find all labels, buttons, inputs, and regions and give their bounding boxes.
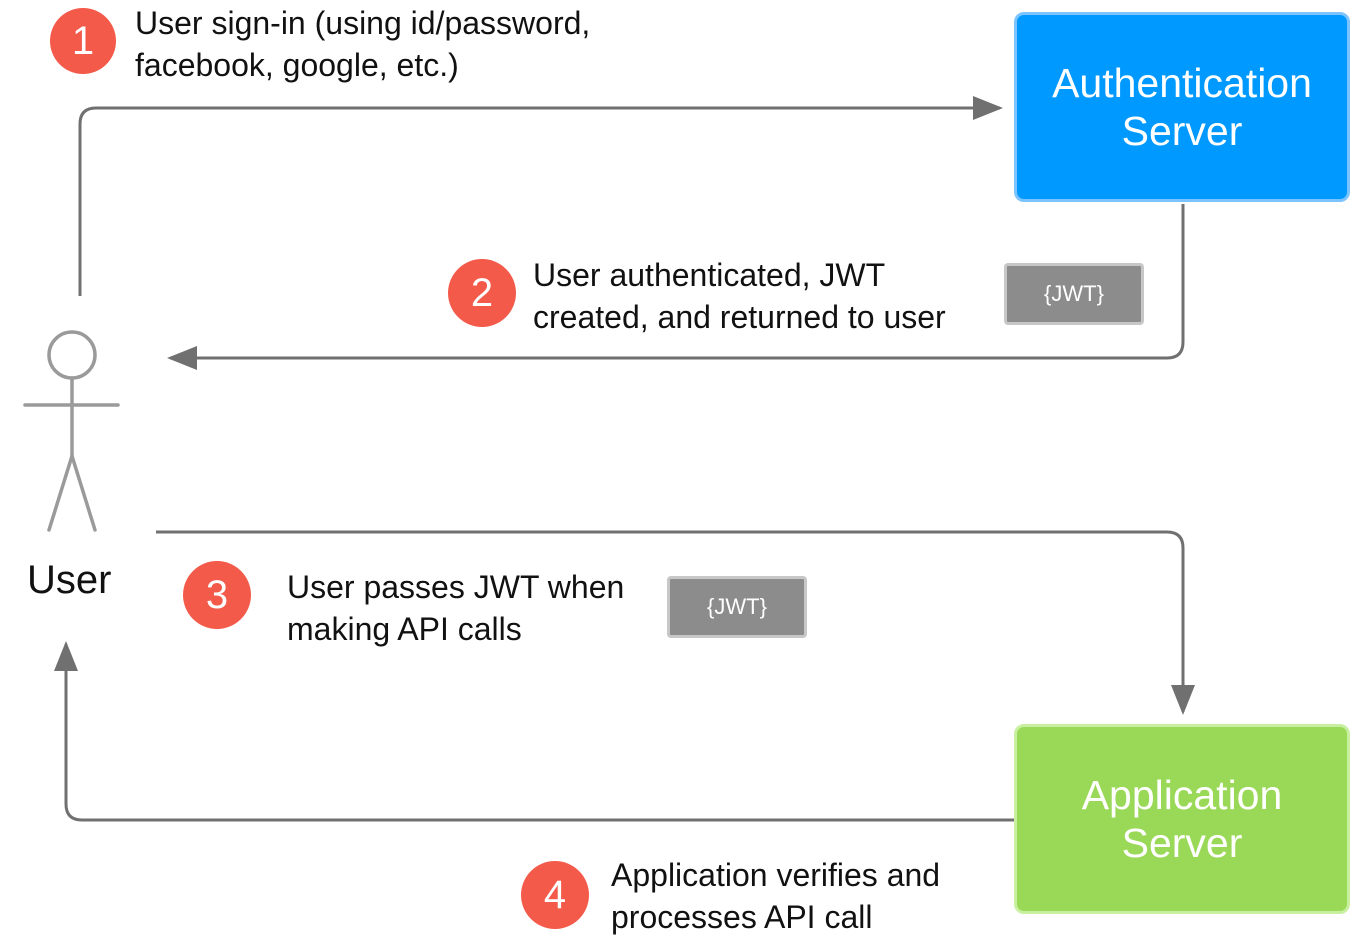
app-server-title-line1: Application — [1081, 772, 1283, 818]
step-1-label-line2: facebook, google, etc.) — [135, 47, 459, 83]
step-2-label: User authenticated, JWT created, and ret… — [533, 254, 946, 338]
step-4-label: Application verifies and processes API c… — [611, 854, 940, 938]
step-2-badge: 2 — [448, 259, 516, 327]
app-server-title-line2: Server — [1121, 820, 1243, 866]
step-1-badge: 1 — [50, 8, 116, 74]
arrow-user-to-auth — [78, 96, 1003, 296]
step-3-label-line2: making API calls — [287, 611, 522, 647]
step-2-label-line2: created, and returned to user — [533, 299, 946, 335]
arrow-app-to-user — [54, 641, 1014, 822]
jwt-token-auth: {JWT} — [1004, 263, 1144, 325]
authentication-server-box: Authentication Server — [1014, 12, 1350, 202]
step-1-label: User sign-in (using id/password, faceboo… — [135, 2, 590, 86]
auth-server-title-line2: Server — [1121, 108, 1243, 154]
step-4-label-line1: Application verifies and — [611, 857, 941, 893]
step-2-label-line1: User authenticated, JWT — [533, 257, 886, 293]
application-server-box: Application Server — [1014, 724, 1350, 914]
arrow-user-to-app — [156, 530, 1195, 715]
step-4-badge: 4 — [521, 861, 589, 929]
user-label: User — [27, 558, 112, 602]
step-4-label-line2: processes API call — [611, 899, 873, 935]
step-3-label-line1: User passes JWT when — [287, 569, 625, 605]
jwt-token-request: {JWT} — [667, 576, 807, 638]
auth-server-title-line1: Authentication — [1052, 60, 1312, 106]
user-actor-icon — [23, 330, 120, 532]
step-3-label: User passes JWT when making API calls — [287, 566, 624, 650]
arrow-auth-to-user — [167, 204, 1185, 370]
step-1-label-line1: User sign-in (using id/password, — [135, 5, 591, 41]
step-3-badge: 3 — [183, 561, 251, 629]
